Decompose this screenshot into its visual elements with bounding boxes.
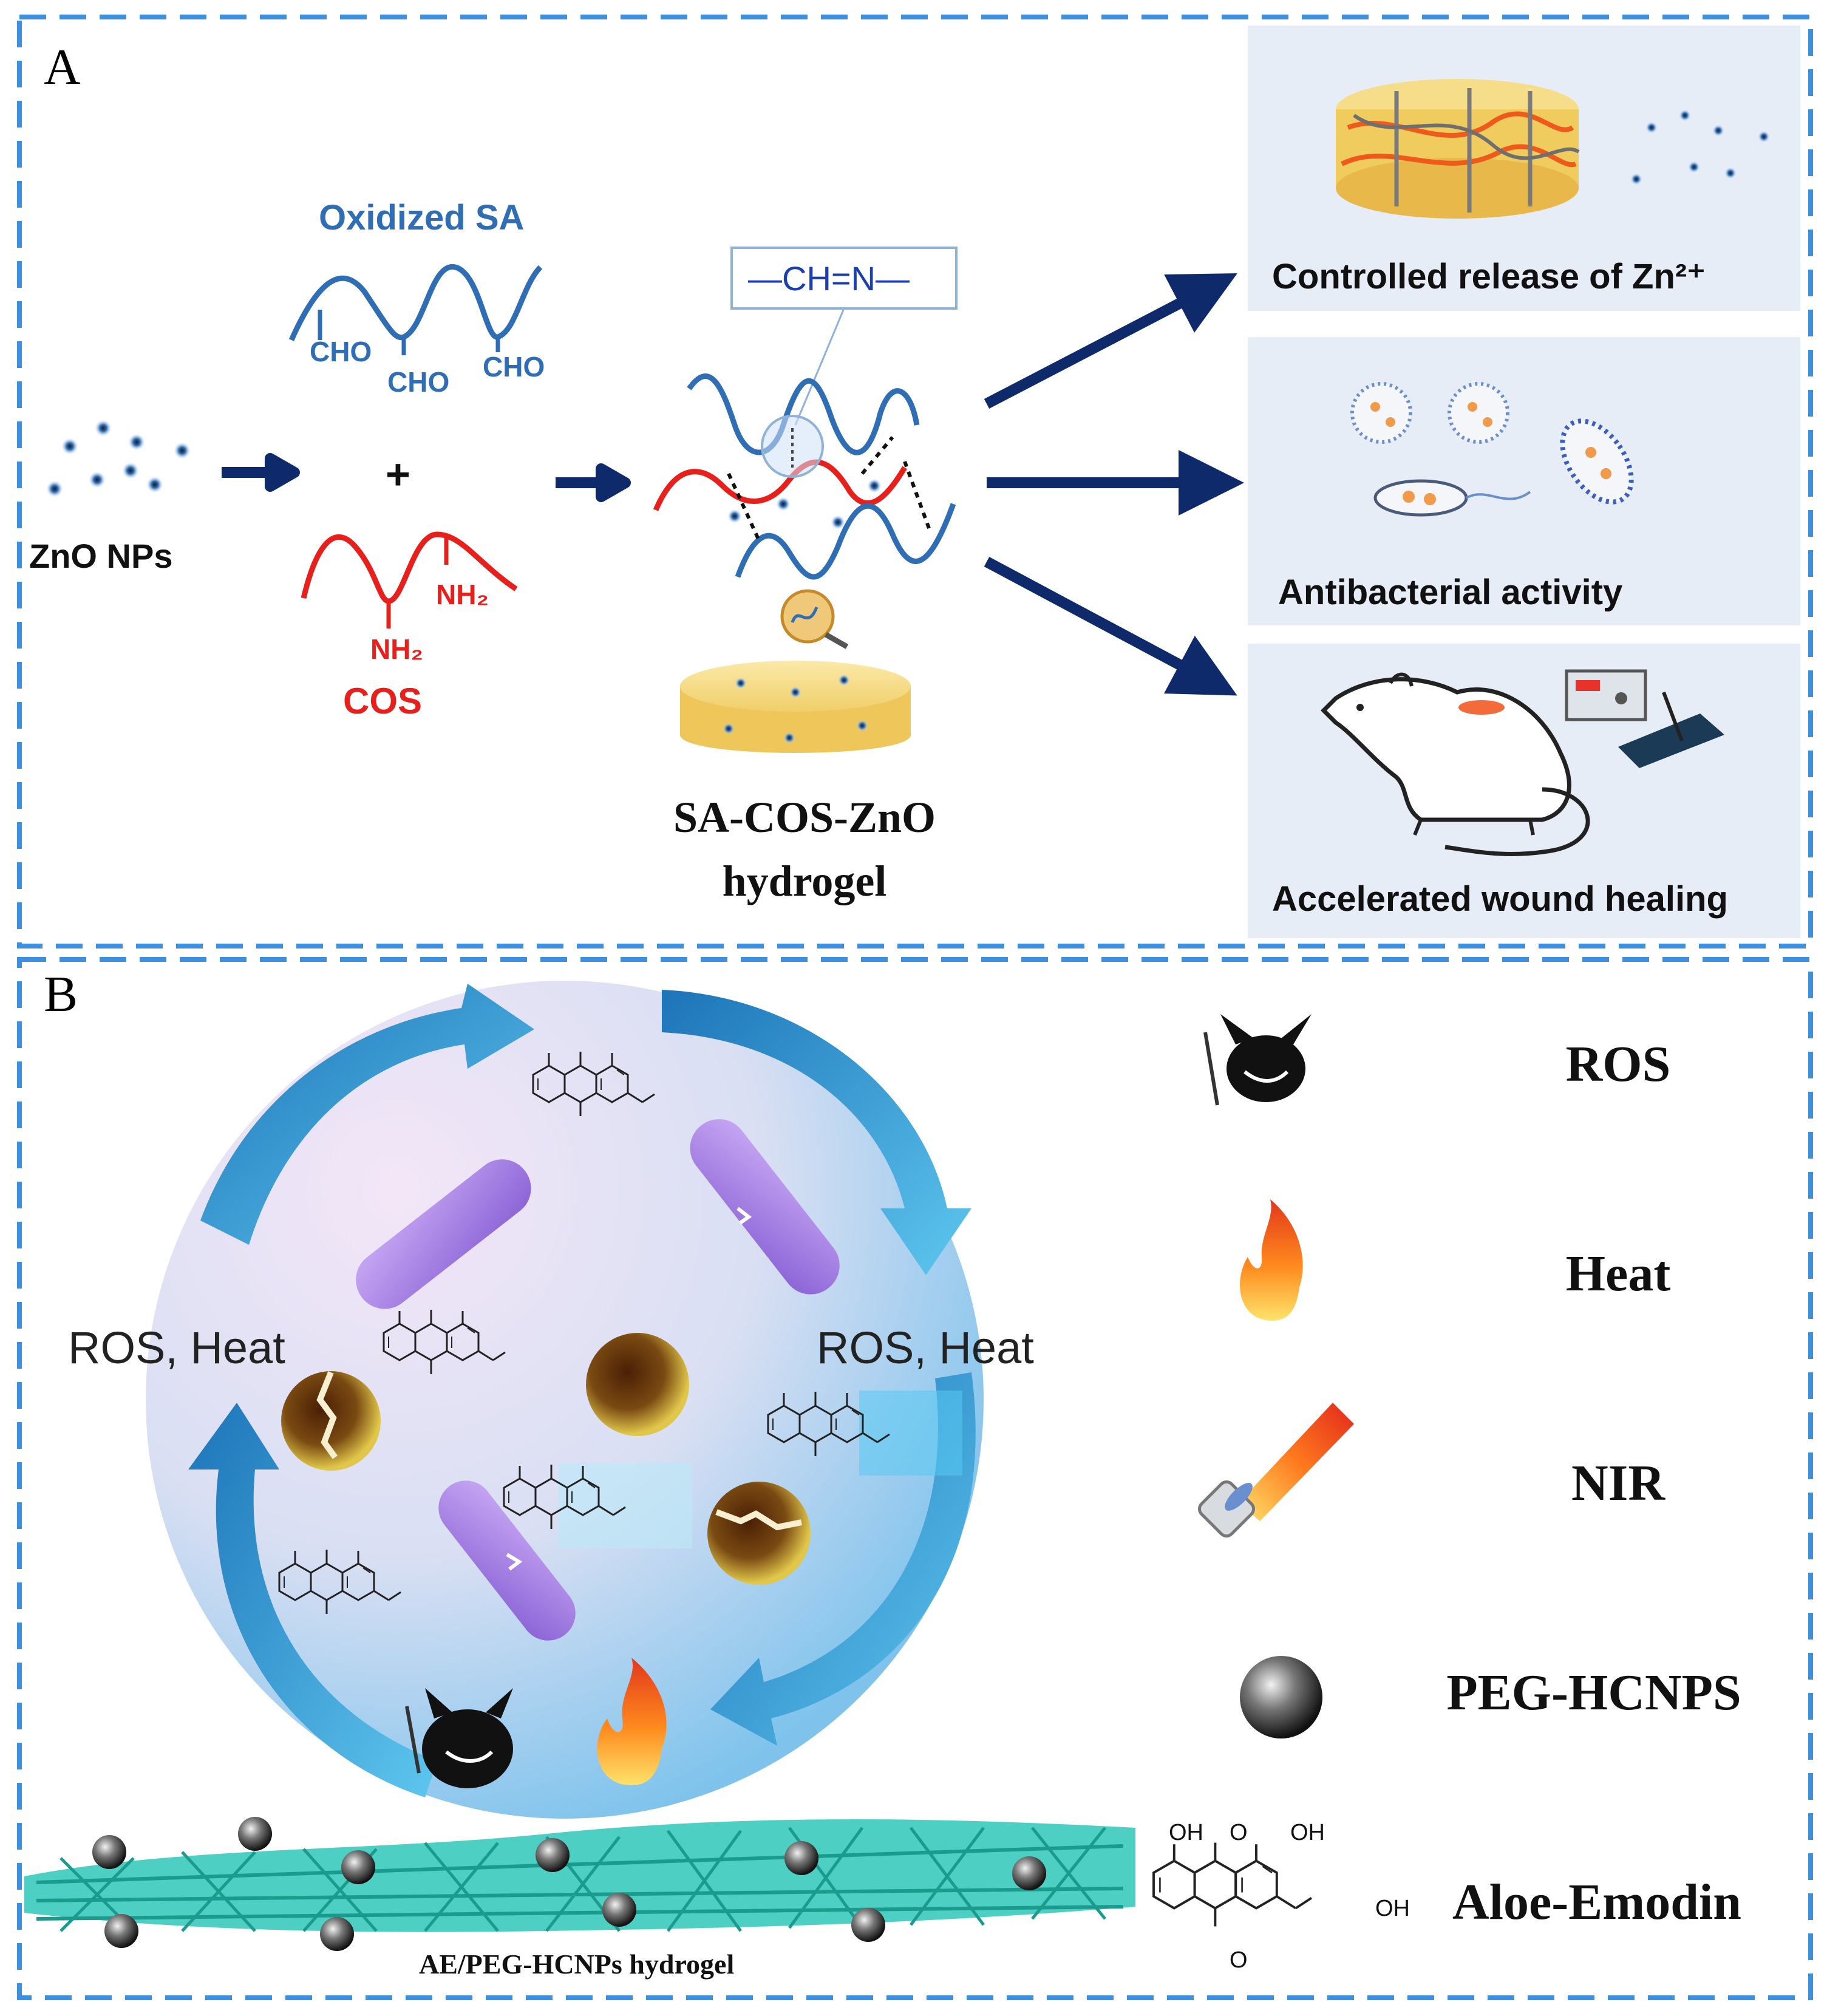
legend-label-peg-hcnps: PEG-HCNPS xyxy=(1446,1664,1741,1721)
aloe-emodin-structure-mid-right xyxy=(767,1391,962,1476)
aloe-emodin-structure-legend xyxy=(1152,1841,1313,1928)
panel-a-border xyxy=(17,15,1813,948)
left-cycle-label: ROS, Heat xyxy=(68,1323,285,1373)
oxidized-sa-chain xyxy=(288,264,543,341)
legend-oh-3: OH xyxy=(1375,1896,1410,1921)
nh2-label-1: NH₂ xyxy=(436,579,489,610)
zno-label: ZnO NPs xyxy=(29,537,172,575)
panel-b-border xyxy=(17,957,1813,2000)
arrow-zno-to-polymers xyxy=(222,453,300,492)
legend-oh-2: OH xyxy=(1290,1820,1325,1845)
panel-b-letter: B xyxy=(44,966,78,1023)
legend-o-2: O xyxy=(1230,1947,1248,1973)
cycle-arrows xyxy=(188,984,976,1797)
outcome-label-release: Controlled release of Zn²⁺ xyxy=(1272,257,1706,296)
devil-icon-in-cycle xyxy=(405,1688,513,1788)
legend-oh-1: OH xyxy=(1169,1820,1203,1845)
cho-label-3: CHO xyxy=(483,351,545,383)
hydrogel-caption: AE/PEG-HCNPs hydrogel xyxy=(419,1949,734,1980)
nanoparticle-icon xyxy=(1240,1656,1322,1738)
outcome-arrows xyxy=(984,273,1244,696)
hydrogel-disc xyxy=(680,661,911,753)
crosslinked-network xyxy=(653,373,956,580)
schiff-base-label: —CH=N— xyxy=(748,259,910,298)
nh2-label-2: NH₂ xyxy=(370,633,423,665)
legend-label-ros: ROS xyxy=(1566,1036,1671,1092)
legend: ROS Heat NIR PEG-HCNPS OH O OH O OH Aloe… xyxy=(1152,1014,1741,1973)
aloe-emodin-structure-center xyxy=(503,1463,692,1548)
flame-icon-in-cycle xyxy=(597,1658,667,1785)
zno-nanoparticles xyxy=(46,420,191,497)
analysis-magnifier-icon xyxy=(780,589,849,649)
legend-label-aloe-emodin: Aloe-Emodin xyxy=(1452,1874,1741,1930)
arrow-polymers-to-hydrogel xyxy=(556,463,631,502)
panel-a-letter: A xyxy=(44,39,81,95)
outcome-label-wound-healing: Accelerated wound healing xyxy=(1272,879,1728,919)
cho-label-2: CHO xyxy=(387,366,449,398)
outcome-box-wound-healing xyxy=(1248,644,1800,938)
legend-o-1: O xyxy=(1230,1820,1248,1845)
schiff-base-box xyxy=(730,247,958,310)
instrument-icon xyxy=(1565,669,1724,768)
legend-label-heat: Heat xyxy=(1566,1245,1671,1302)
outcome-box-antibacterial xyxy=(1248,337,1800,625)
oxidized-sa-label: Oxidized SA xyxy=(319,198,524,237)
product-name-line2: hydrogel xyxy=(723,857,887,905)
flame-icon xyxy=(1240,1199,1303,1321)
bacteria-group xyxy=(356,1119,840,1641)
product-name-line1: SA-COS-ZnO xyxy=(673,793,936,842)
legend-label-nir: NIR xyxy=(1571,1455,1665,1511)
cos-chain xyxy=(301,531,518,604)
hydrogel-network xyxy=(24,1817,1135,1951)
right-cycle-label: ROS, Heat xyxy=(817,1323,1034,1373)
cos-label: COS xyxy=(343,681,422,721)
outcome-label-antibacterial: Antibacterial activity xyxy=(1278,573,1622,612)
laser-icon xyxy=(1197,1403,1354,1538)
rat-icon xyxy=(1321,672,1590,856)
cho-label-1: CHO xyxy=(310,336,372,367)
plus-sign: + xyxy=(386,451,410,498)
cells-group xyxy=(281,1333,811,1585)
outcome-box-release xyxy=(1248,26,1800,311)
devil-icon xyxy=(1203,1014,1312,1106)
